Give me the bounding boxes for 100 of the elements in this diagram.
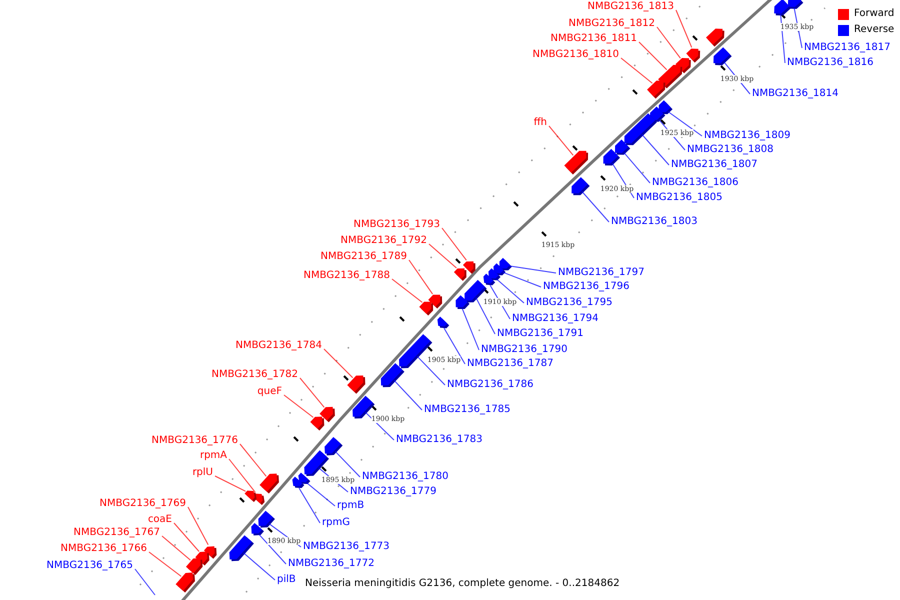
- leader-line: [620, 58, 653, 84]
- leader-line: [656, 26, 681, 59]
- leader-line: [442, 228, 467, 261]
- gene-block: [483, 274, 496, 286]
- gene-block: [658, 100, 673, 114]
- gene-label: NMBG2136_1765: [46, 560, 133, 572]
- leader-line: [667, 111, 702, 136]
- gene-label: rpmG: [322, 517, 350, 529]
- gene-block: [176, 572, 195, 592]
- leader-line: [240, 444, 267, 477]
- gene-block: [454, 268, 466, 281]
- gene-label: rpmB: [337, 500, 364, 512]
- leader-line: [334, 450, 360, 478]
- leader-line: [508, 265, 556, 274]
- gene-label: NMBG2136_1784: [236, 340, 322, 352]
- gene-label: NMBG2136_1787: [467, 358, 554, 370]
- gene-block: [304, 450, 329, 476]
- gene-label: NMBG2136_1814: [752, 88, 838, 100]
- gene-label: NMBG2136_1779: [350, 486, 436, 498]
- gene-block: [324, 437, 343, 456]
- leader-line: [134, 568, 156, 596]
- gene-label: NMBG2136_1786: [447, 379, 534, 391]
- gene-label: queF: [257, 386, 282, 398]
- gene-label: NMBG2136_1772: [288, 558, 374, 570]
- gene-label: NMBG2136_1789: [320, 251, 407, 263]
- gene-block: [260, 474, 279, 494]
- legend-label: Forward: [854, 8, 894, 20]
- leader-line: [298, 488, 320, 524]
- leader-line: [623, 152, 650, 184]
- gene-label: NMBG2136_1783: [396, 434, 482, 446]
- leader-line: [581, 191, 610, 222]
- gene-label: NMBG2136_1767: [74, 527, 160, 539]
- leader-line: [638, 42, 668, 70]
- gene-label: NMBG2136_1816: [787, 57, 874, 69]
- leader-line: [676, 10, 692, 48]
- leader-line: [408, 260, 434, 295]
- leader-line: [243, 552, 276, 580]
- gene-label: NMBG2136_1806: [652, 177, 738, 189]
- gene-label: NMBG2136_1805: [636, 192, 722, 204]
- leader-line: [780, 13, 786, 64]
- gene-label: NMBG2136_1817: [804, 42, 890, 54]
- gene-label: coaE: [148, 514, 172, 526]
- leader-line: [306, 482, 336, 506]
- leader-line: [475, 296, 496, 334]
- gene-label: NMBG2136_1810: [532, 49, 619, 61]
- gene-label: NMBG2136_1782: [212, 369, 298, 381]
- gene-label: ffh: [534, 117, 547, 129]
- gene-label: NMBG2136_1792: [340, 235, 427, 247]
- gene-block: [603, 148, 620, 166]
- gene-block: [614, 140, 630, 155]
- gene-label: rpmA: [200, 450, 227, 462]
- gene-block: [347, 375, 366, 394]
- gene-block: [499, 258, 512, 270]
- gene-block: [572, 177, 590, 196]
- gene-block: [647, 80, 666, 99]
- leader-line: [416, 356, 446, 386]
- gene-label: NMBG2136_1803: [611, 216, 698, 228]
- leader-line: [428, 244, 457, 269]
- legend-label: Reverse: [854, 24, 894, 36]
- gene-label: NMBG2136_1788: [304, 270, 390, 282]
- gene-label: NMBG2136_1794: [512, 313, 598, 325]
- gene-label: NMBG2136_1797: [558, 267, 644, 279]
- gene-label: NMBG2136_1780: [362, 471, 448, 483]
- gene-block: [488, 268, 500, 280]
- gene-block: [380, 363, 404, 388]
- gene-block: [251, 522, 264, 536]
- gene-label: NMBG2136_1796: [543, 281, 630, 293]
- gene-block: [292, 476, 304, 488]
- leader-line: [496, 278, 524, 304]
- leader-line: [214, 476, 246, 492]
- gene-block: [229, 535, 254, 562]
- gene-label: pilB: [277, 574, 296, 586]
- gene-block: [244, 490, 257, 502]
- leader-line: [162, 536, 191, 561]
- gene-block: [713, 47, 732, 66]
- gene-label: NMBG2136_1790: [481, 344, 568, 356]
- leader-line: [502, 272, 542, 288]
- leader-line: [392, 278, 423, 303]
- leader-line: [174, 522, 200, 552]
- gene-label: NMBG2136_1812: [568, 18, 655, 30]
- gene-label: NMBG2136_1791: [497, 328, 584, 340]
- gene-label: NMBG2136_1769: [100, 498, 186, 510]
- gene-block: [564, 150, 588, 174]
- leader-line: [258, 534, 286, 564]
- gene-block: [706, 28, 724, 47]
- leader-line: [148, 552, 182, 577]
- gene-block: [437, 316, 450, 328]
- gene-block: [310, 416, 324, 430]
- leader-line: [641, 134, 670, 166]
- gene-label: NMBG2136_1773: [303, 541, 390, 553]
- leader-line: [394, 380, 422, 410]
- leader-line: [444, 328, 466, 364]
- gene-block: [456, 295, 470, 310]
- gene-label: NMBG2136_1776: [152, 435, 238, 447]
- leader-line: [188, 506, 209, 546]
- gene-label: NMBG2136_1808: [687, 144, 774, 156]
- gene-block: [788, 0, 804, 9]
- gene-label: NMBG2136_1809: [704, 130, 790, 142]
- gene-block: [419, 302, 434, 316]
- leader-line: [228, 458, 256, 493]
